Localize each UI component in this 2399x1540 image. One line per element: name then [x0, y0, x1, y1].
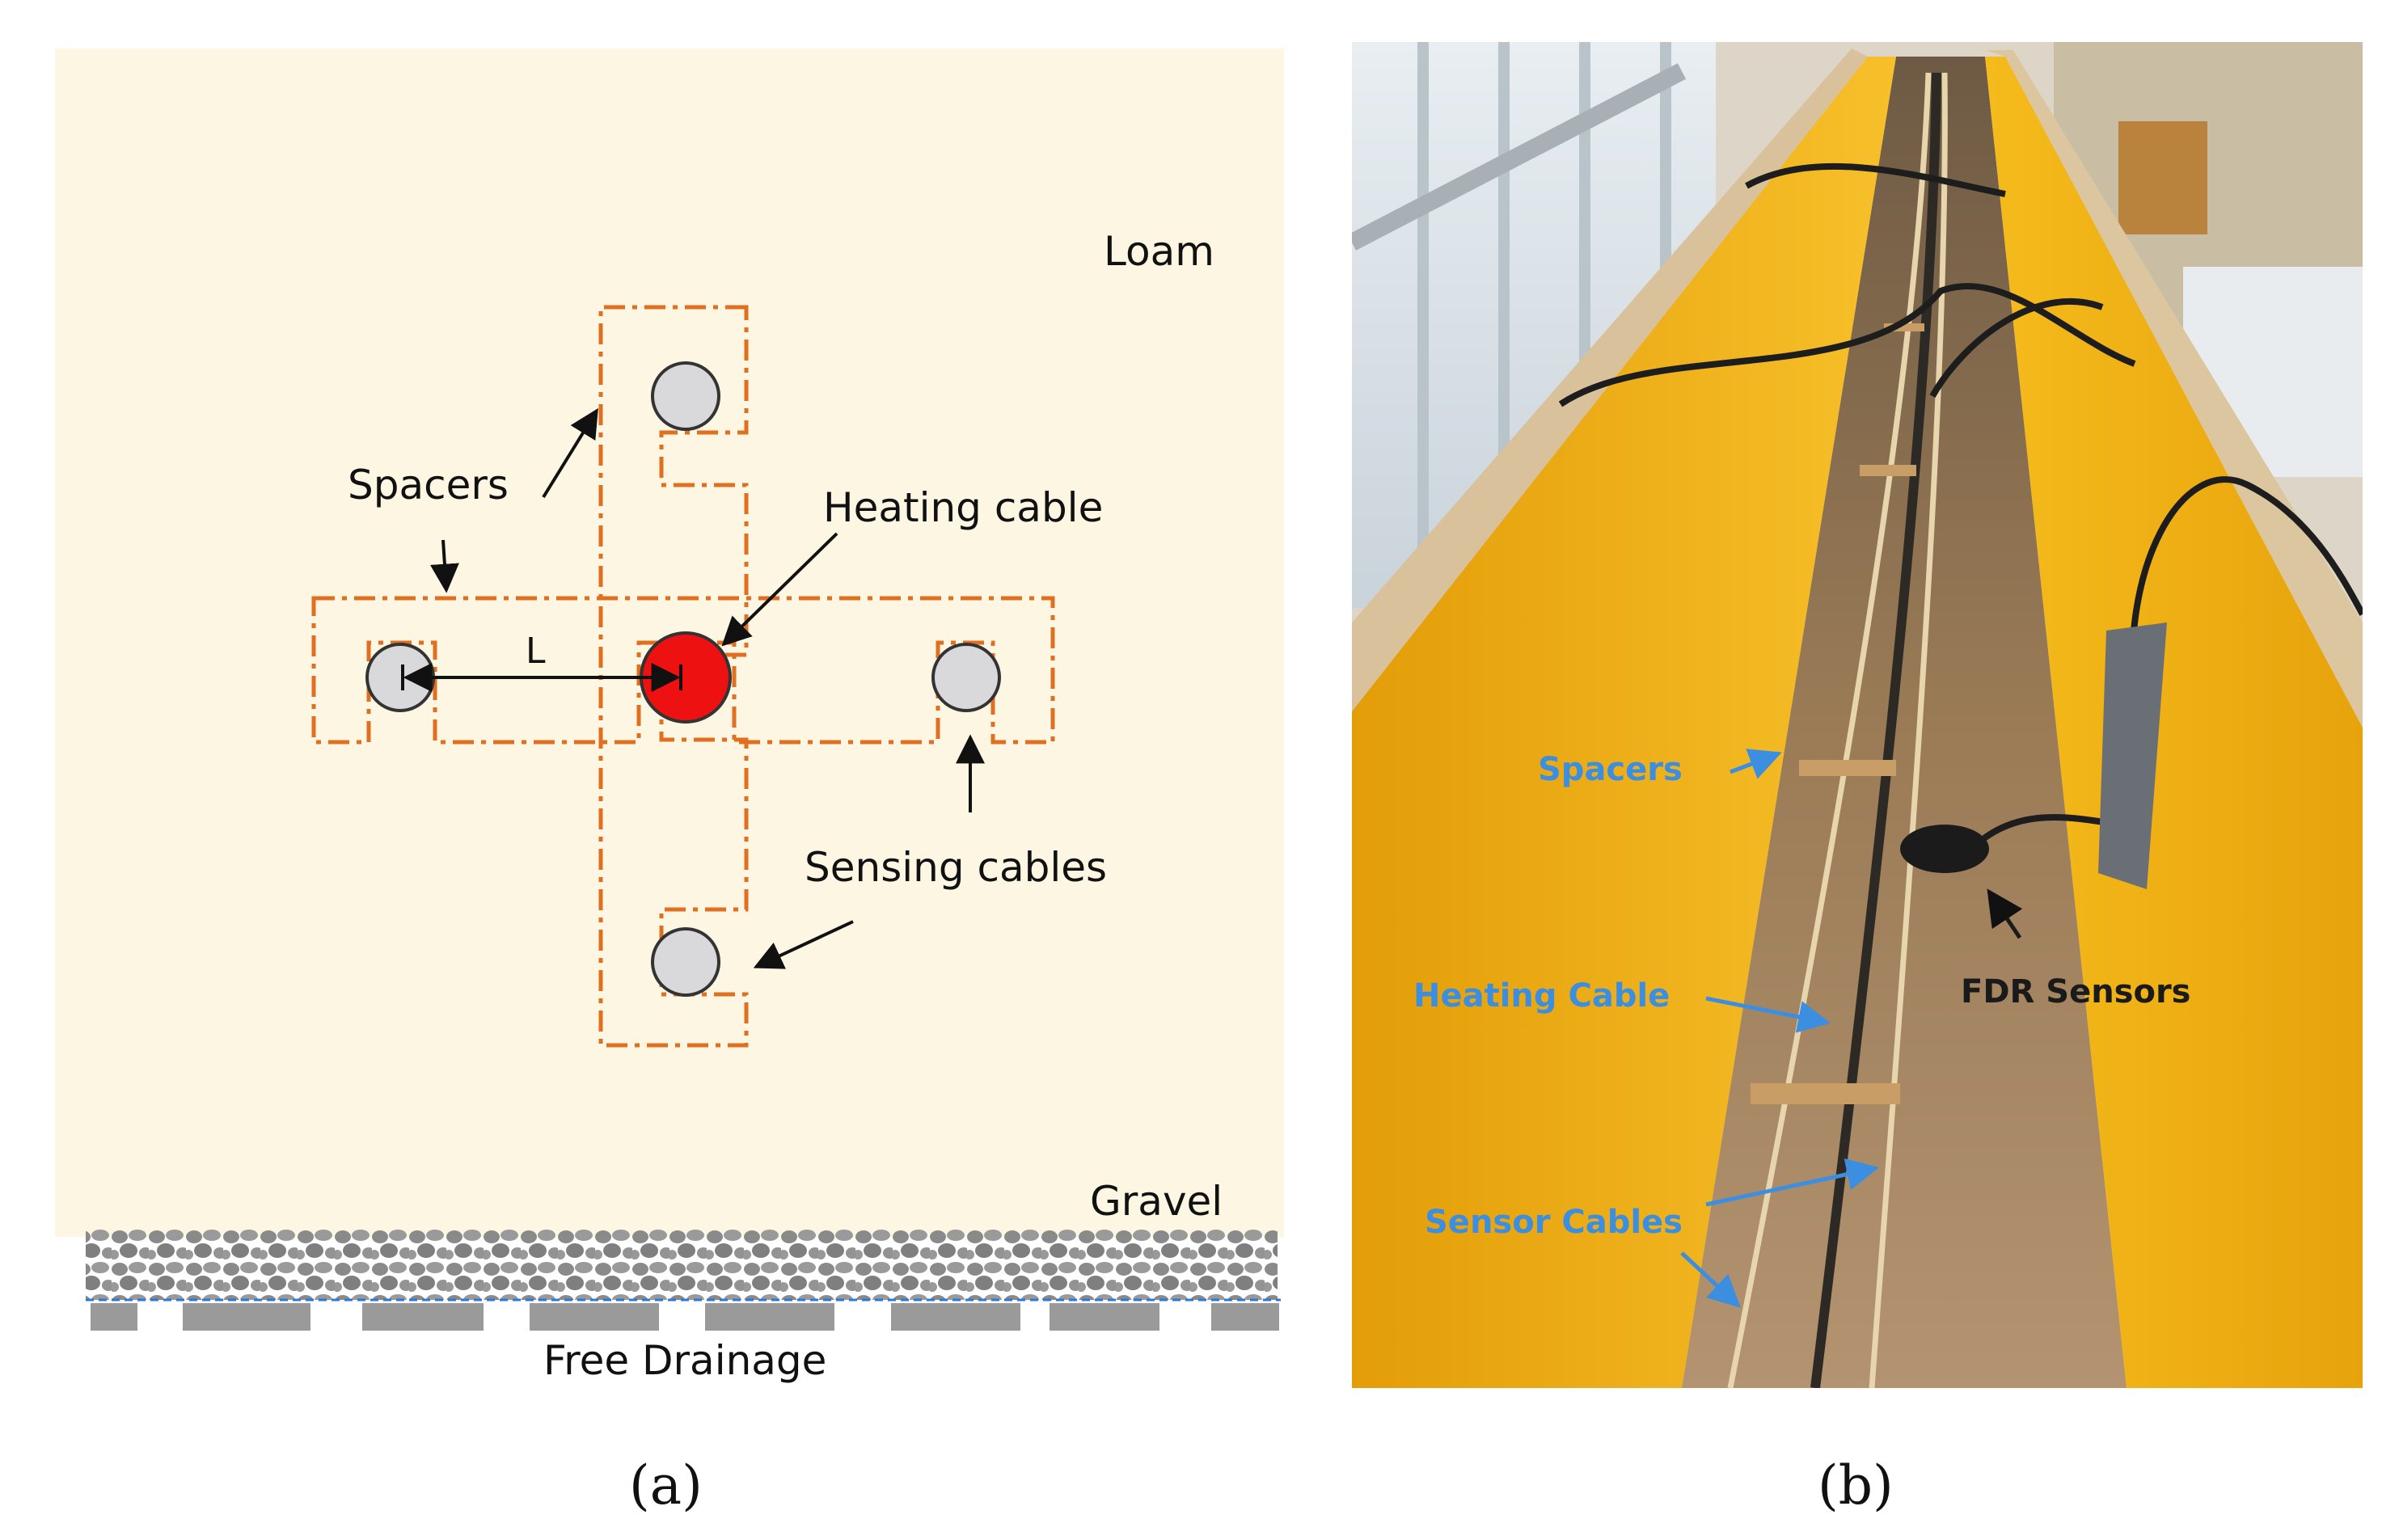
- gravel-label: Gravel: [1090, 1178, 1223, 1225]
- spacers-label: Spacers: [348, 462, 509, 508]
- trough-right-wall: [1985, 57, 2363, 1388]
- panel-a-diagram: Loam L Spacers Heating cable Sensing cab…: [55, 49, 1284, 1384]
- fdr-sensor-body: [1900, 825, 1989, 873]
- photo-sensor-cables-label: Sensor Cables: [1425, 1204, 1683, 1241]
- sensing-cable-top: [651, 361, 720, 431]
- heating-cable-label: Heating cable: [823, 484, 1103, 531]
- handrail: [1352, 63, 1687, 251]
- vertical-spacer: [598, 305, 749, 1048]
- sensing-cable-right: [931, 643, 1001, 712]
- spacers-arrow-lower: [429, 539, 459, 593]
- loam-label: Loam: [1104, 228, 1214, 275]
- photo-heating-cable-arrow: [1705, 996, 1831, 1033]
- caption-b: (b): [1818, 1454, 1894, 1517]
- photo-spacers: [1751, 323, 1924, 1104]
- photo-heating-cable-label: Heating Cable: [1413, 977, 1670, 1015]
- distance-dimension: [401, 663, 682, 692]
- caption-a: (a): [629, 1454, 703, 1517]
- drainage-blocks: [91, 1303, 1279, 1331]
- photo-sensor-cables-arrow-b: [1680, 1251, 1741, 1308]
- photo-sensor-cables-arrow-a: [1705, 1158, 1879, 1207]
- sensing-arrow-bottom: [753, 920, 854, 969]
- heating-cable-arrow: [721, 532, 838, 647]
- photo-spacers-arrow: [1730, 749, 1782, 779]
- panel-b-photo: Spacers Heating Cable Sensor Cables FDR …: [1352, 42, 2363, 1388]
- trough-cables: [1727, 72, 1948, 1388]
- spacers-arrow-upper: [542, 407, 598, 499]
- fdr-sensor-plate: [2098, 622, 2167, 889]
- free-drainage-label: Free Drainage: [543, 1337, 826, 1384]
- box: [2118, 121, 2207, 234]
- trough-left-wall: [1352, 57, 1896, 1388]
- sensing-cables-label: Sensing cables: [805, 844, 1107, 891]
- distance-label: L: [526, 631, 546, 672]
- photo-fdr-sensors-label: FDR Sensors: [1961, 973, 2191, 1010]
- photo-spacers-label: Spacers: [1538, 751, 1683, 788]
- photo-fdr-arrow: [1987, 888, 2023, 939]
- gravel-layer: [86, 1229, 1278, 1300]
- sensing-cable-bottom: [651, 927, 720, 997]
